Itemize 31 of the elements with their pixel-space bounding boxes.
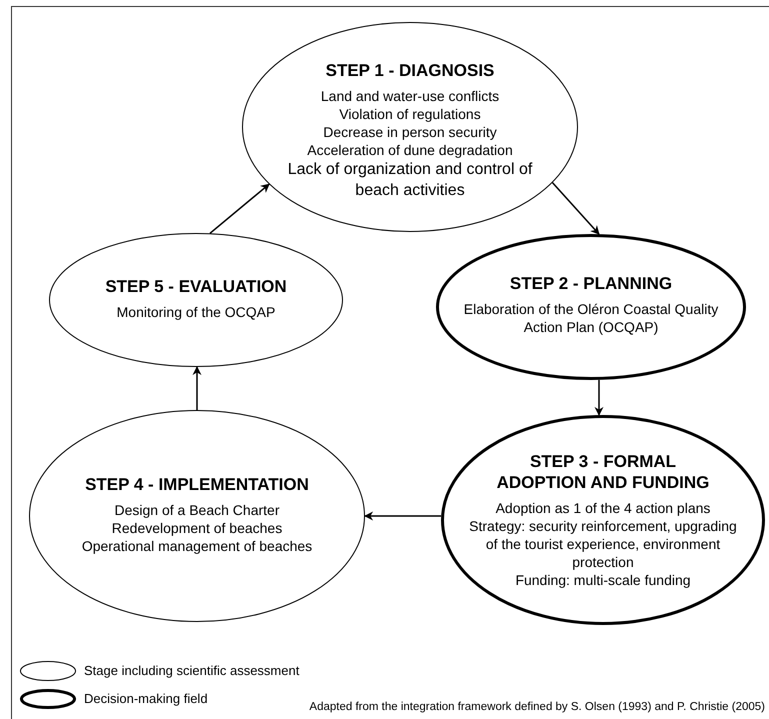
step-item: Adoption as 1 of the 4 action plans	[496, 499, 710, 517]
decision-ellipse	[441, 415, 765, 625]
step-item: Design of a Beach Charter	[114, 500, 280, 518]
step-item: Elaboration of the Oléron Coastal Quality Action Plan (OCQAP)	[462, 300, 720, 336]
step-item: Operational management of beaches	[82, 536, 312, 554]
step-item: Land and water-use conflicts	[320, 86, 500, 104]
step-title: STEP 4 - IMPLEMENTATION	[85, 474, 309, 494]
stage-ellipse	[29, 410, 365, 622]
step-title: STEP 2 - PLANNING	[510, 272, 672, 294]
step-item: Monitoring of the OCQAP	[116, 302, 276, 320]
legend-text: Decision-making field	[84, 691, 208, 707]
step-item: Decrease in person security	[323, 122, 497, 140]
arrow	[364, 512, 442, 520]
step-item: Violation of regulations	[339, 104, 481, 122]
step-title: STEP 1 - DIAGNOSIS	[326, 60, 494, 80]
step-item: Strategy: security reinforcement, upgrading of the tourist experience, environment protection	[468, 517, 738, 571]
stage-ellipse	[49, 233, 343, 367]
decision-ellipse	[436, 234, 746, 380]
step-item: Acceleration of dune degradation	[307, 140, 513, 158]
legend-text: Stage including scientific assessment	[84, 663, 300, 679]
step-item: Funding: multi-scale funding	[515, 571, 691, 589]
arrow	[594, 380, 604, 416]
arrow	[192, 366, 202, 410]
arrow	[552, 182, 600, 235]
step-title: STEP 5 - EVALUATION	[105, 276, 287, 296]
step-title: STEP 3 - FORMAL ADOPTION AND FUNDING	[496, 451, 710, 493]
arrow	[210, 184, 270, 234]
stage-ellipse	[242, 22, 578, 232]
source-caption: Adapted from the integration framework defined by S. Olsen (1993) and P. Christie (2005)	[309, 700, 765, 715]
step-item: Lack of organization and control of beach activities	[286, 160, 534, 200]
step-item: Redevelopment of beaches	[112, 518, 282, 536]
